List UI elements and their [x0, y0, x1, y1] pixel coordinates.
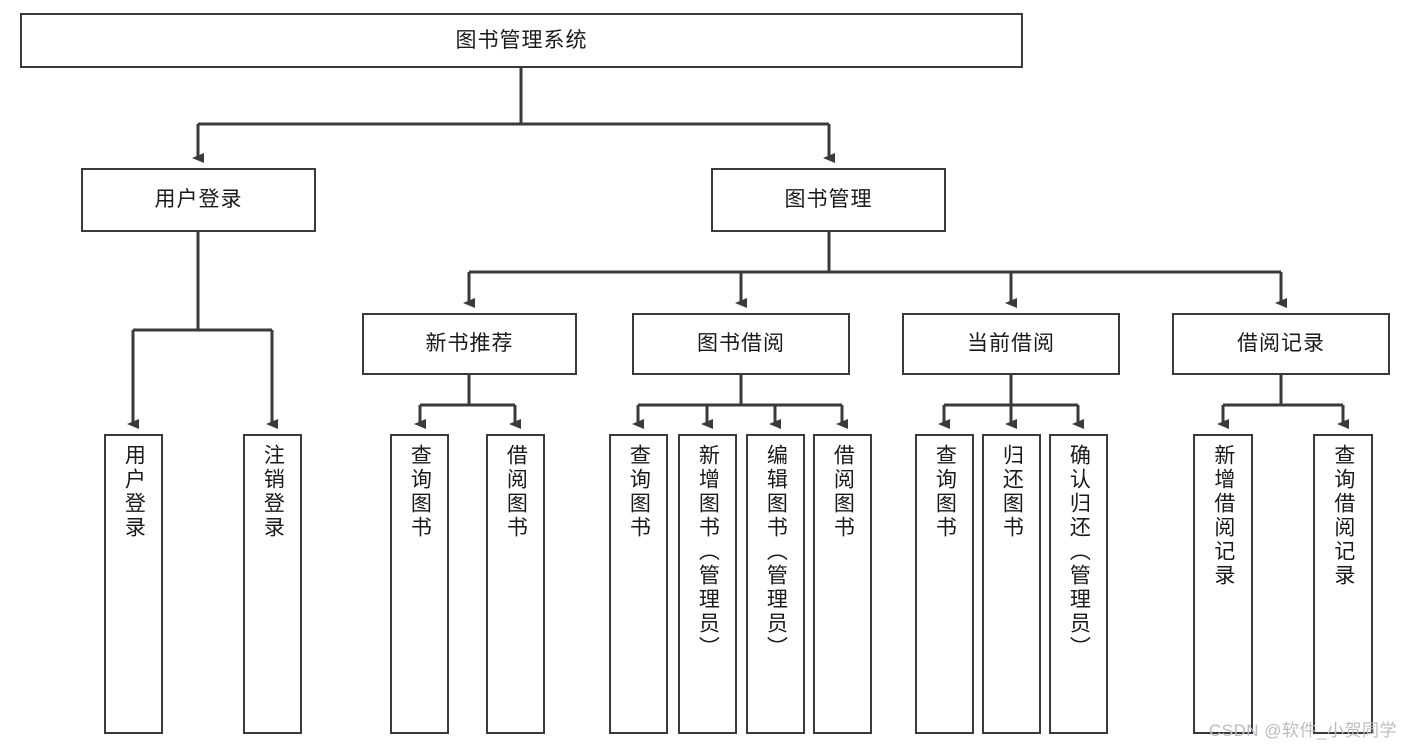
- node-book-management[interactable]: 图书管理: [711, 168, 946, 232]
- leaf-label: 查询图书: [627, 444, 651, 540]
- node-new-book-recommend[interactable]: 新书推荐: [362, 313, 577, 375]
- leaf-current-borrow-3[interactable]: 确认归还（管理员）: [1049, 434, 1108, 734]
- leaf-label: 新增借阅记录: [1211, 444, 1235, 588]
- leaf-label: 注销登录: [261, 444, 285, 540]
- csdn-watermark: CSDN @软件_小贺同学: [1208, 721, 1397, 740]
- leaf-label: 查询图书: [408, 444, 432, 540]
- leaf-new-book-1[interactable]: 查询图书: [390, 434, 449, 734]
- leaf-user-login-2[interactable]: 注销登录: [243, 434, 302, 734]
- leaf-label: 借阅图书: [831, 444, 855, 540]
- node-user-login[interactable]: 用户登录: [81, 168, 316, 232]
- leaf-new-book-2[interactable]: 借阅图书: [486, 434, 545, 734]
- leaf-label: 用户登录: [122, 444, 146, 540]
- leaf-borrow-record-2[interactable]: 查询借阅记录: [1313, 434, 1373, 734]
- leaf-label: 编辑图书（管理员）: [764, 444, 788, 660]
- node-current-borrow-label: 当前借阅: [967, 332, 1055, 356]
- leaf-label: 查询借阅记录: [1331, 444, 1355, 588]
- node-book-borrow-label: 图书借阅: [697, 332, 785, 356]
- leaf-book-borrow-2[interactable]: 新增图书（管理员）: [678, 434, 737, 734]
- leaf-borrow-record-1[interactable]: 新增借阅记录: [1193, 434, 1253, 734]
- leaf-label: 新增图书（管理员）: [696, 444, 720, 660]
- node-new-book-recommend-label: 新书推荐: [425, 332, 514, 356]
- leaf-book-borrow-1[interactable]: 查询图书: [609, 434, 668, 734]
- node-root-label: 图书管理系统: [455, 28, 588, 52]
- node-borrow-record-label: 借阅记录: [1237, 332, 1325, 356]
- leaf-book-borrow-4[interactable]: 借阅图书: [813, 434, 872, 734]
- leaf-book-borrow-3[interactable]: 编辑图书（管理员）: [746, 434, 805, 734]
- leaf-label: 查询图书: [933, 444, 957, 540]
- leaf-user-login-1[interactable]: 用户登录: [104, 434, 163, 734]
- node-book-management-label: 图书管理: [784, 188, 873, 212]
- node-root[interactable]: 图书管理系统: [20, 13, 1023, 68]
- node-borrow-record[interactable]: 借阅记录: [1172, 313, 1390, 375]
- leaf-label: 确认归还（管理员）: [1067, 444, 1091, 660]
- node-user-login-label: 用户登录: [154, 188, 243, 212]
- node-book-borrow[interactable]: 图书借阅: [632, 313, 850, 375]
- leaf-current-borrow-1[interactable]: 查询图书: [915, 434, 974, 734]
- leaf-label: 借阅图书: [504, 444, 528, 540]
- node-current-borrow[interactable]: 当前借阅: [902, 313, 1120, 375]
- leaf-label: 归还图书: [1000, 444, 1024, 540]
- leaf-current-borrow-2[interactable]: 归还图书: [982, 434, 1041, 734]
